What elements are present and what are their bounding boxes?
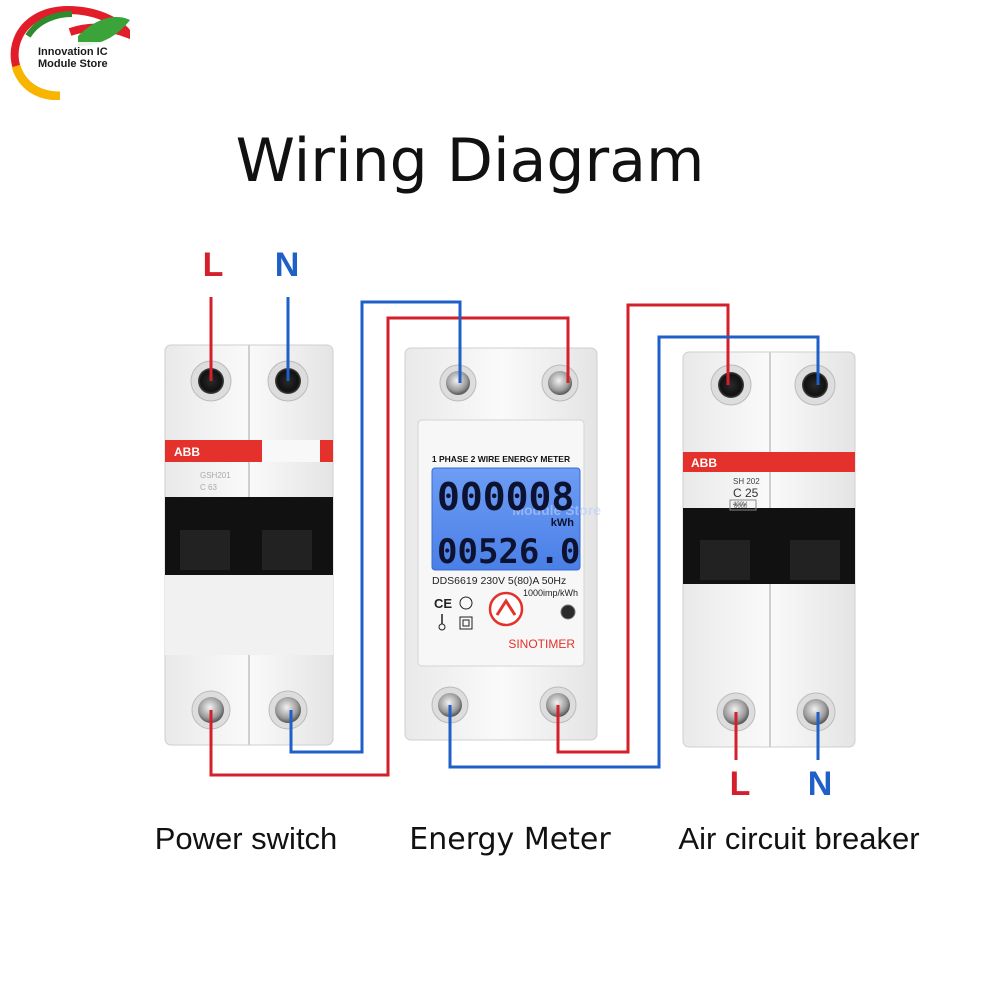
switch-to-meter-line-wire <box>209 316 570 777</box>
power-switch-brand: ABB <box>174 445 200 459</box>
meter-pulse-led <box>560 604 576 620</box>
meter-lcd <box>431 467 581 571</box>
logo-line-2: Module Store <box>38 58 108 70</box>
sinotimer-logo-icon <box>488 591 524 627</box>
energy-meter: 1 PHASE 2 WIRE ENERGY METER Module Store… <box>404 347 601 741</box>
logo-line-1: Innovation IC <box>38 46 108 58</box>
meter-to-breaker-neutral-wire <box>448 335 820 769</box>
meter-reading-top: 000008 <box>437 475 574 519</box>
output-l-label: L <box>730 765 751 803</box>
store-logo: Innovation IC Module Store <box>8 5 140 101</box>
power-switch-bottom-terminal-n <box>268 690 308 730</box>
neutral-wires <box>286 297 820 769</box>
meter-imp-line: 1000imp/kWh <box>523 588 578 598</box>
meter-header: 1 PHASE 2 WIRE ENERGY METER <box>432 454 570 464</box>
breaker-voltage: 400V <box>733 502 747 508</box>
meter-reading-bottom: 00526.0 <box>437 532 580 572</box>
logo-text: Innovation IC Module Store <box>38 46 134 70</box>
line-wires <box>209 297 738 777</box>
breaker-model: SH 202 <box>733 477 760 486</box>
thermometer-icon <box>438 614 446 631</box>
meter-brand: SINOTIMER <box>508 637 575 651</box>
meter-top-terminal-in <box>439 364 477 402</box>
ce-mark-icon: CE <box>434 596 452 611</box>
title-text: Wiring Diagram <box>235 126 705 196</box>
meter-spec-line: DDS6619 230V 5(80)A 50Hz <box>432 575 566 587</box>
double-insulation-icon <box>459 616 473 630</box>
meter-top-terminal-out <box>541 364 579 402</box>
input-n-label: N <box>275 246 300 284</box>
logo-leaf-icon <box>10 5 140 101</box>
input-l-label: L <box>203 246 224 284</box>
breaker-bottom-terminal-n <box>796 692 836 732</box>
page-title: Wiring Diagram <box>0 126 940 196</box>
power-switch: ABB GSH201 C 63 <box>164 344 334 746</box>
switch-to-meter-neutral-wire <box>289 300 462 754</box>
power-switch-rating: C 63 <box>200 483 217 492</box>
meter-unit: kWh <box>551 517 575 529</box>
breaker-code: 6000 <box>734 504 748 510</box>
caption-energy-meter: Energy Meter <box>409 822 611 857</box>
class-one-icon <box>459 596 473 610</box>
breaker-brand: ABB <box>691 456 717 470</box>
output-n-label: N <box>808 765 833 803</box>
air-circuit-breaker: ABB SH 202 C 25 400V 6000 <box>682 351 856 748</box>
meter-to-breaker-line-wire <box>556 303 730 754</box>
power-switch-model: GSH201 <box>200 471 231 480</box>
caption-power-switch: Power switch <box>155 821 338 856</box>
breaker-rating: C 25 <box>733 486 759 500</box>
breaker-top-terminal-n <box>794 364 836 406</box>
caption-air-circuit-breaker: Air circuit breaker <box>678 821 919 856</box>
breaker-top-terminal-l <box>710 364 752 406</box>
meter-watermark: Module Store <box>512 502 601 518</box>
